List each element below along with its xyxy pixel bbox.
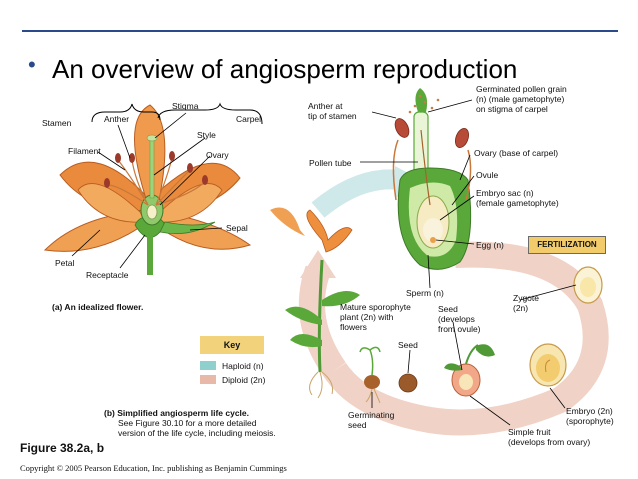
ovary-base-label: Ovary (base of carpel) [474, 148, 559, 158]
life-cycle-illustration [270, 88, 609, 436]
zygote-label: Zygote(2n) [513, 293, 539, 313]
egg-label: Egg (n) [476, 240, 504, 250]
haploid-swatch [200, 361, 216, 370]
petal-label: Petal [55, 258, 75, 268]
flower-illustration [43, 102, 263, 275]
bullet-icon: • [28, 52, 36, 77]
page-title: An overview of angiosperm reproduction [52, 54, 518, 84]
caption-b: (b) Simplified angiosperm life cycle. Se… [104, 408, 276, 438]
style-label: Style [197, 130, 216, 140]
pollen-grain-label: Germinated pollen grain(n) (male gametop… [476, 84, 567, 114]
ovary-label: Ovary [206, 150, 229, 160]
key-title: Key [200, 336, 264, 354]
pollen-tube-label: Pollen tube [309, 158, 352, 168]
caption-a: (a) An idealized flower. [52, 302, 144, 312]
anther-label: Anther [104, 114, 130, 124]
sperm-label: Sperm (n) [406, 288, 444, 298]
filament-label: Filament [68, 146, 101, 156]
copyright: Copyright © 2005 Pearson Education, Inc.… [20, 463, 287, 473]
figure-label: Figure 38.2a, b [20, 441, 105, 455]
stamen-label: Stamen [42, 118, 72, 128]
fertilization-badge: FERTILIZATION [528, 236, 606, 254]
title-rule [22, 30, 618, 32]
embryo-sac-label: Embryo sac (n)(female gametophyte) [476, 188, 559, 208]
embryo-label: Embryo (2n)(sporophyte) [566, 406, 614, 426]
carpel-label: Carpel [236, 114, 262, 124]
sepal-label: Sepal [226, 223, 248, 233]
haploid-label: Haploid (n) [222, 361, 264, 371]
diploid-swatch [200, 375, 216, 384]
receptacle-label: Receptacle [86, 270, 129, 280]
stigma-label: Stigma [172, 101, 199, 111]
seed-label: Seed [398, 340, 418, 350]
ovule-label: Ovule [476, 170, 499, 180]
diploid-label: Diploid (2n) [222, 375, 266, 385]
simple-fruit-label: Simple fruit(develops from ovary) [508, 427, 591, 447]
